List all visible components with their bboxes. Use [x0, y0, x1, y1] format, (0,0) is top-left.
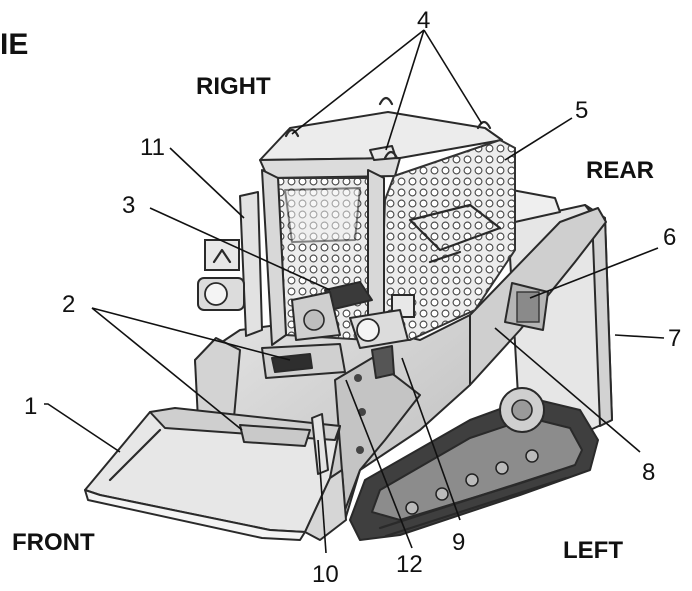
callout-11: 11 [140, 134, 165, 161]
leader-9 [401, 357, 461, 521]
bucket-cutting-edge [84, 489, 306, 541]
right-grab-handle [239, 191, 263, 337]
leader-lines [44, 29, 665, 554]
leader-11 [169, 147, 245, 219]
lift-eye-front-right [284, 128, 300, 138]
callout-8: 8 [642, 459, 655, 486]
lift-eye-rear-right [378, 96, 394, 106]
leader-12 [345, 379, 413, 549]
leader-4c [423, 29, 483, 125]
lift-eye-rear-left [476, 120, 492, 130]
callout-3: 3 [122, 192, 135, 219]
bucket-lever [311, 413, 329, 475]
direction-front: FRONT [12, 529, 95, 556]
leader-3 [149, 207, 331, 291]
leader-5 [504, 117, 573, 161]
leader-2b [91, 307, 243, 431]
leader-4a [291, 29, 425, 135]
right-mirror [204, 239, 240, 271]
direction-rear: REAR [586, 157, 654, 184]
side-light [371, 345, 395, 379]
callout-7: 7 [668, 325, 681, 352]
leader-1 [44, 403, 121, 453]
heading-fragment: IE [0, 28, 28, 61]
direction-left: LEFT [563, 537, 623, 564]
direction-right: RIGHT [196, 73, 271, 100]
callout-9: 9 [452, 529, 465, 556]
bucket-mount [239, 424, 311, 447]
leader-8 [494, 327, 641, 453]
cab-front-pillar-right [261, 169, 287, 346]
leader-4b [385, 29, 425, 151]
callout-1: 1 [24, 393, 37, 420]
callout-12: 12 [396, 551, 423, 578]
callout-10: 10 [312, 561, 339, 588]
machine-illustration [84, 96, 613, 541]
callout-2: 2 [62, 291, 75, 318]
lift-eye-front-left [383, 150, 399, 160]
callout-4: 4 [417, 7, 430, 34]
leader-10 [317, 439, 327, 554]
leader-7 [614, 334, 665, 339]
callout-5: 5 [575, 97, 588, 124]
leader-2a [91, 307, 291, 361]
callout-6: 6 [663, 224, 676, 251]
leader-6 [529, 247, 659, 299]
